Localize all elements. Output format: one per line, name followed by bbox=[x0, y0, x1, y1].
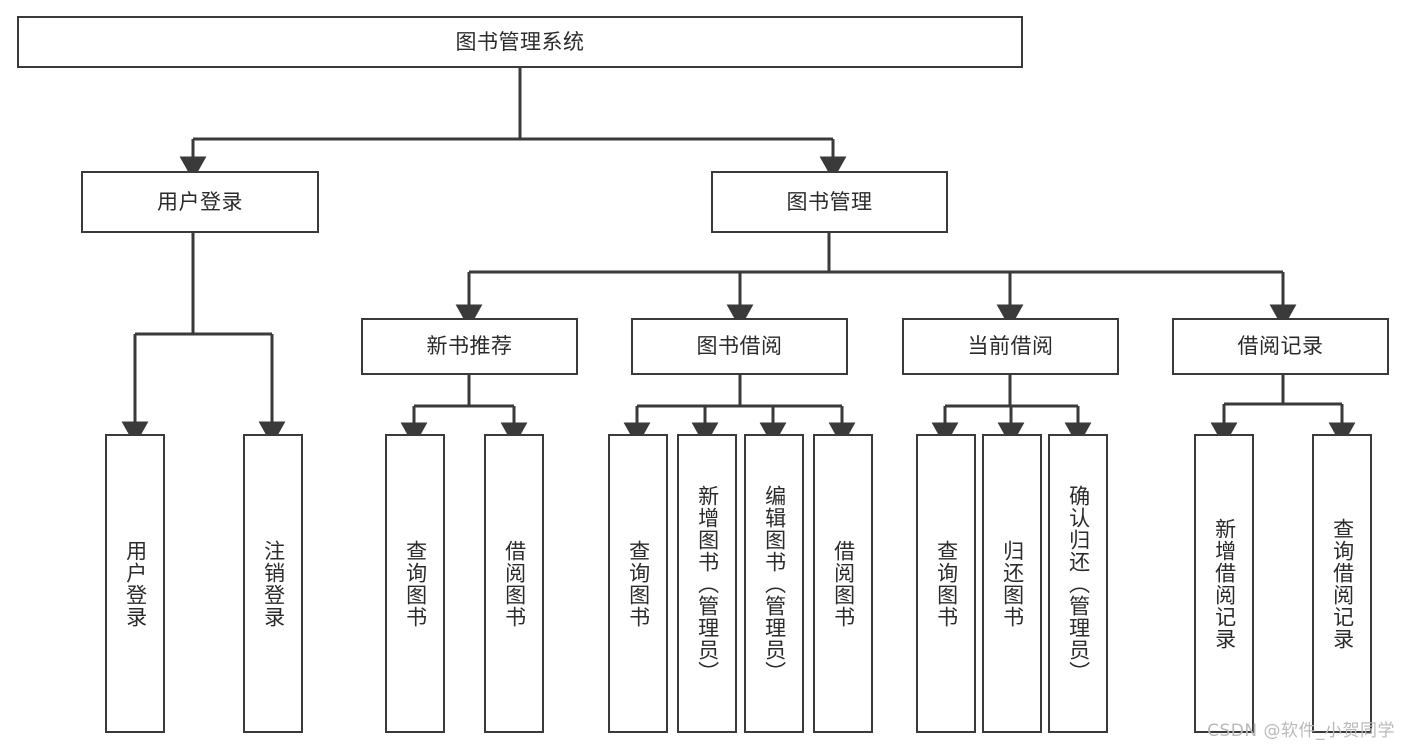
node-label: 借阅记录 bbox=[1237, 334, 1324, 359]
node-label: 查询借阅记录 bbox=[1330, 517, 1355, 650]
node-label: 确认归还（管理员） bbox=[1066, 484, 1091, 683]
node-label: 查询图书 bbox=[403, 539, 428, 628]
edge-currentborrow-to-leaves bbox=[931, 375, 1092, 447]
node-borrow-record[interactable]: 借阅记录 bbox=[1172, 318, 1389, 375]
leaf-user-login[interactable]: 用户登录 bbox=[105, 434, 165, 733]
leaf-borrow-book-borrow[interactable]: 借阅图书 bbox=[813, 434, 873, 733]
node-root-system[interactable]: 图书管理系统 bbox=[17, 16, 1023, 68]
node-book-manage[interactable]: 图书管理 bbox=[711, 171, 948, 233]
edge-bookborrow-to-leaves bbox=[623, 375, 856, 447]
leaf-edit-book-admin[interactable]: 编辑图书（管理员） bbox=[744, 434, 804, 733]
node-label: 借阅图书 bbox=[502, 539, 527, 628]
node-new-book-recommend[interactable]: 新书推荐 bbox=[361, 318, 578, 375]
leaf-add-borrow-record[interactable]: 新增借阅记录 bbox=[1194, 434, 1254, 733]
edge-root-to-level2 bbox=[179, 68, 847, 181]
node-label: 新增借阅记录 bbox=[1212, 517, 1237, 650]
node-label: 查询图书 bbox=[934, 539, 959, 628]
edge-newbook-to-leaves bbox=[400, 375, 528, 447]
node-label: 当前借阅 bbox=[967, 334, 1054, 359]
node-user-login[interactable]: 用户登录 bbox=[81, 171, 319, 233]
node-label: 图书管理系统 bbox=[455, 29, 585, 54]
edge-borrowrecord-to-leaves bbox=[1210, 375, 1356, 447]
leaf-query-book-borrow[interactable]: 查询图书 bbox=[608, 434, 668, 733]
leaf-return-book[interactable]: 归还图书 bbox=[982, 434, 1042, 733]
leaf-borrow-book-newbook[interactable]: 借阅图书 bbox=[484, 434, 544, 733]
node-label: 图书管理 bbox=[786, 189, 873, 214]
node-label: 编辑图书（管理员） bbox=[762, 484, 787, 683]
node-label: 用户登录 bbox=[123, 539, 148, 628]
edge-userlogin-to-leaves bbox=[121, 233, 286, 446]
leaf-query-book-newbook[interactable]: 查询图书 bbox=[385, 434, 445, 733]
node-label: 查询图书 bbox=[626, 539, 651, 628]
node-label: 图书借阅 bbox=[696, 334, 783, 359]
leaf-query-borrow-record[interactable]: 查询借阅记录 bbox=[1312, 434, 1372, 733]
leaf-add-book-admin[interactable]: 新增图书（管理员） bbox=[677, 434, 737, 733]
edge-bookmanage-to-level3 bbox=[455, 233, 1297, 329]
node-current-borrow[interactable]: 当前借阅 bbox=[902, 318, 1119, 375]
leaf-logout[interactable]: 注销登录 bbox=[243, 434, 303, 733]
node-label: 归还图书 bbox=[1000, 539, 1025, 628]
node-label: 用户登录 bbox=[157, 189, 243, 214]
node-book-borrow[interactable]: 图书借阅 bbox=[631, 318, 848, 375]
node-label: 注销登录 bbox=[261, 539, 286, 628]
node-label: 新增图书（管理员） bbox=[695, 484, 720, 683]
leaf-query-book-current[interactable]: 查询图书 bbox=[916, 434, 976, 733]
leaf-confirm-return-admin[interactable]: 确认归还（管理员） bbox=[1048, 434, 1108, 733]
node-label: 新书推荐 bbox=[426, 334, 513, 359]
node-label: 借阅图书 bbox=[831, 539, 856, 628]
